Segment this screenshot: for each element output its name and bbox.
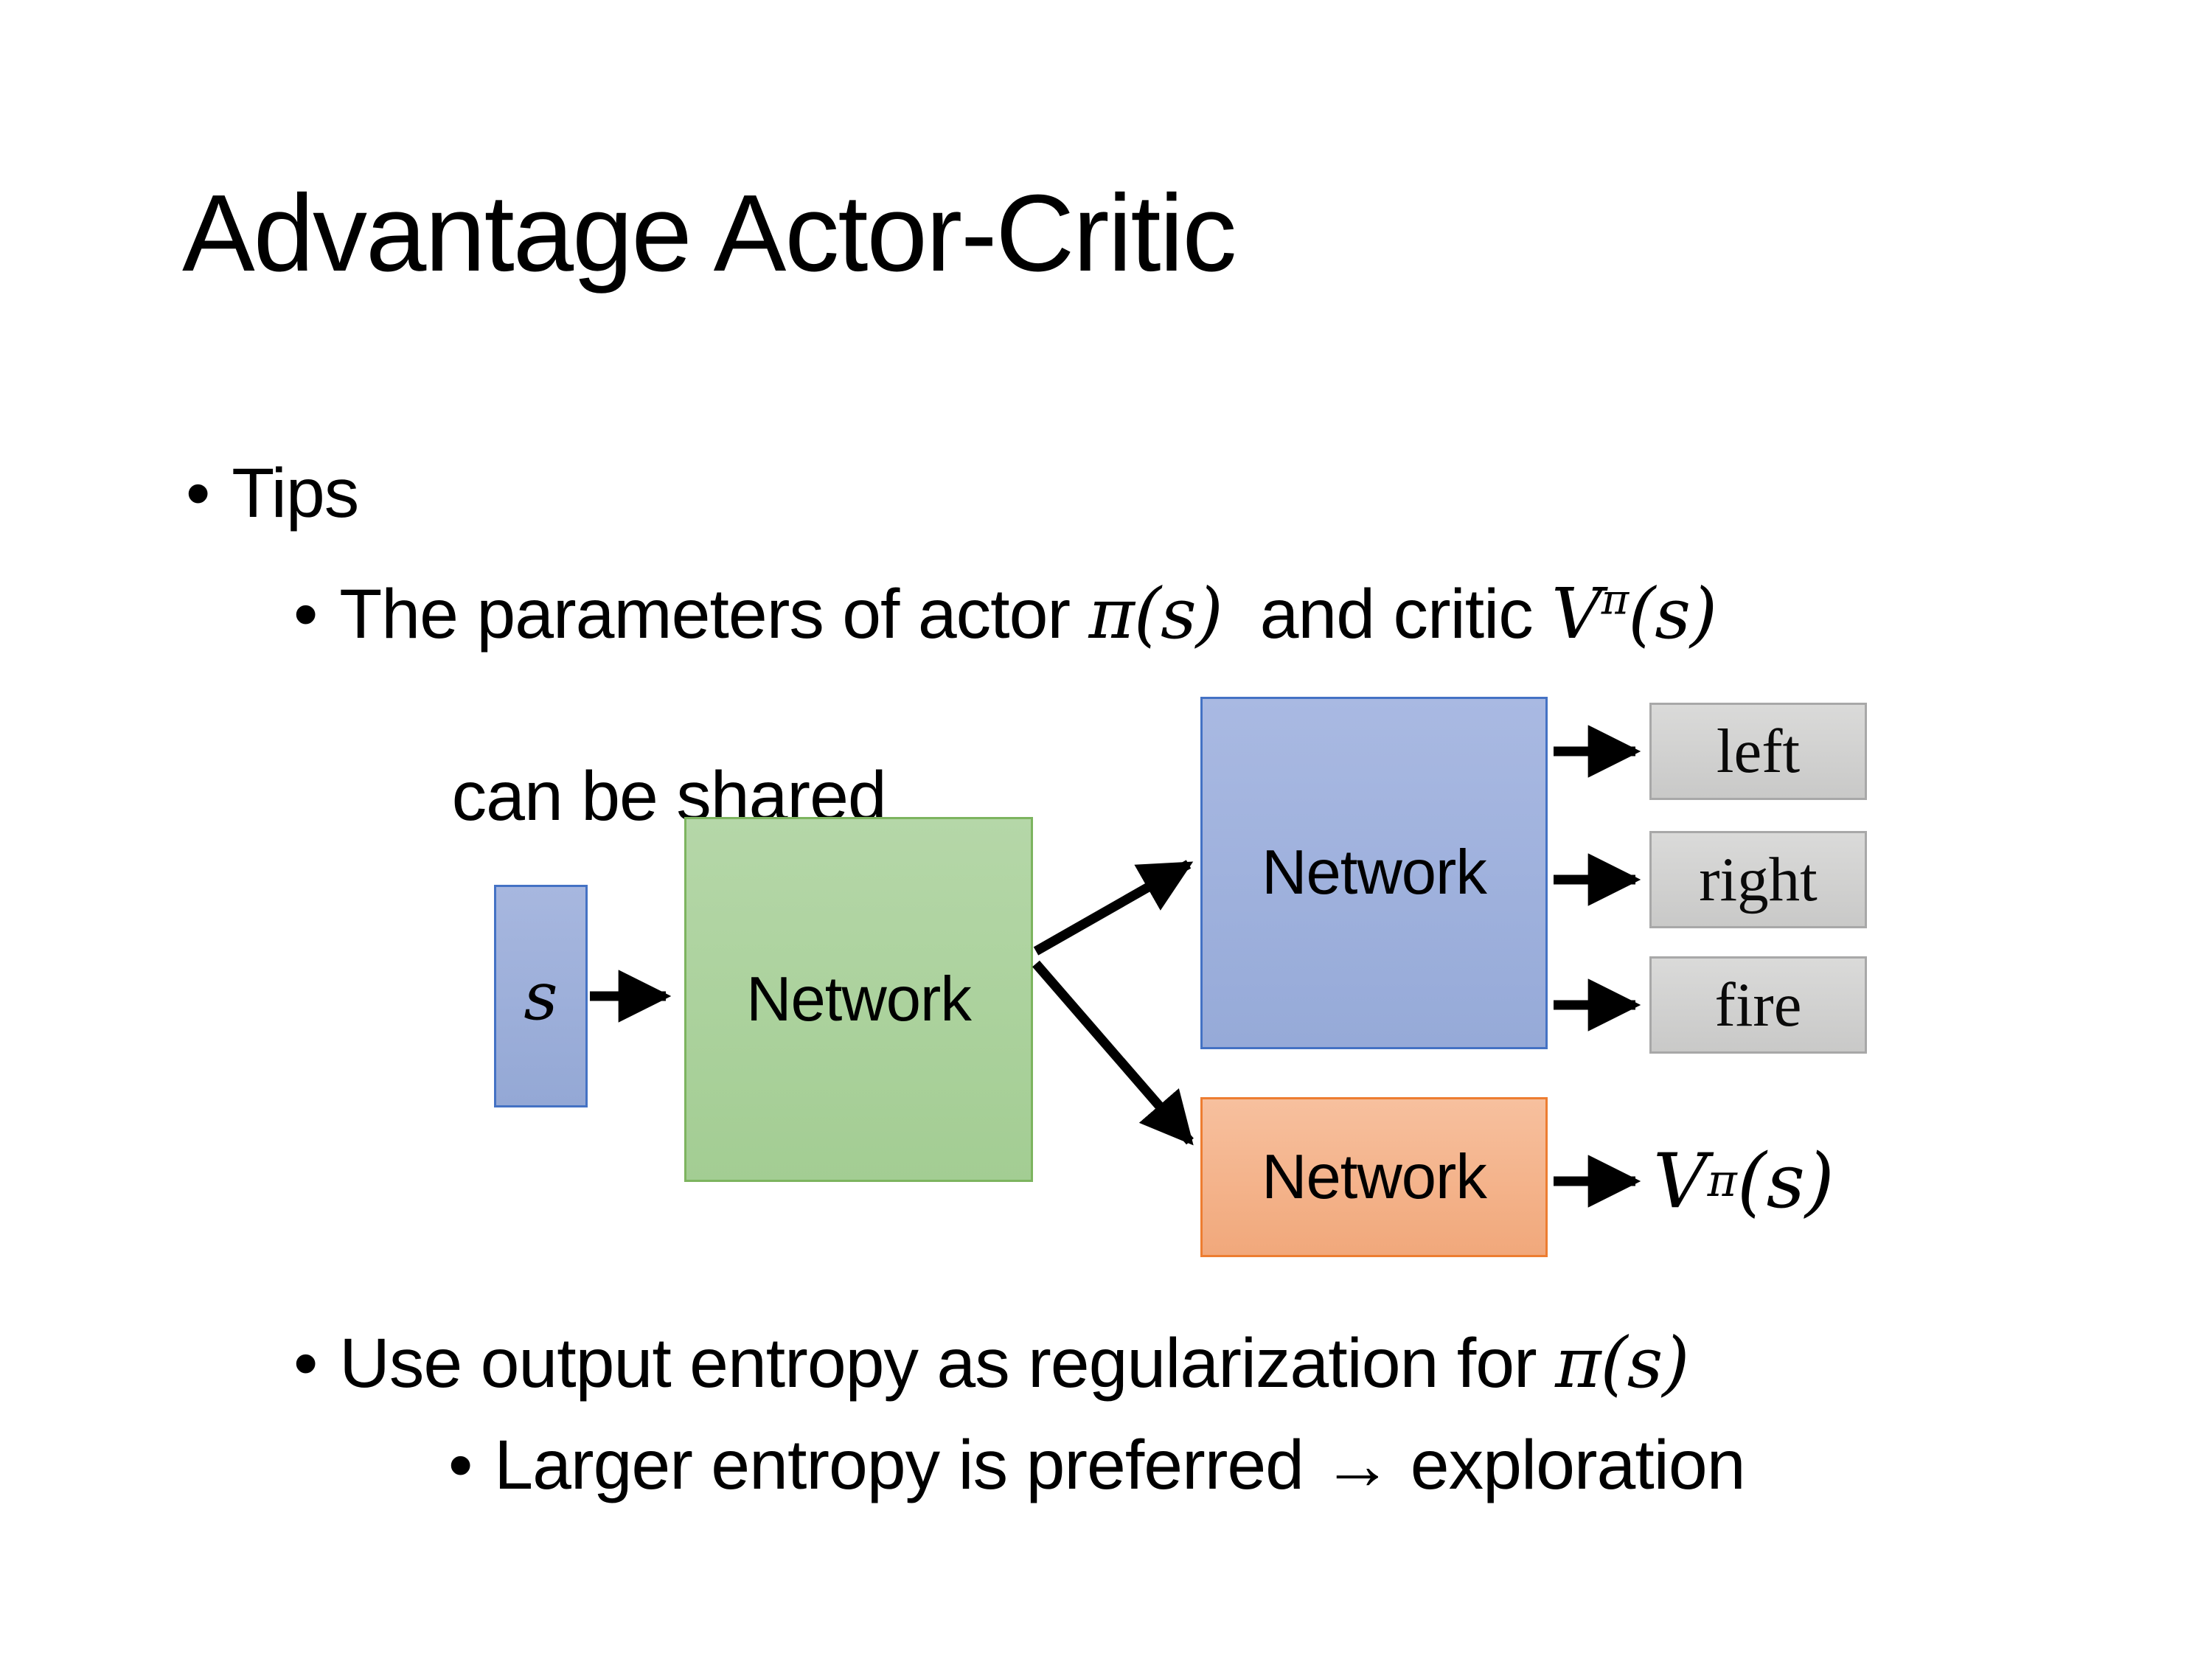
action-label-left: left	[1716, 717, 1801, 786]
tips-label: Tips	[232, 454, 359, 532]
critic-output-base: V	[1653, 1137, 1708, 1225]
bullet-entropy-regularization: • Use output entropy as regularization f…	[293, 1318, 1689, 1500]
critic-network-box: Network	[1200, 1097, 1548, 1257]
shared-params-middle: and critic	[1222, 575, 1552, 653]
slide-title: Advantage Actor-Critic	[182, 173, 1237, 294]
state-label: s	[524, 957, 558, 1035]
critic-output-arg: (s)	[1736, 1137, 1834, 1225]
arrow-shared-to-critic-network	[1032, 960, 1194, 1146]
bullet-dot: •	[293, 575, 318, 653]
shared-network-label: Network	[746, 964, 972, 1034]
critic-v-math: V	[1551, 574, 1602, 655]
critic-v-sup-pi: π	[1601, 575, 1629, 625]
bullet-exploration: • Larger entropy is preferred → explorat…	[448, 1420, 1746, 1512]
shared-params-prefix: The parameters of actor	[339, 575, 1089, 653]
actor-pi-s-math: π(s)	[1088, 574, 1222, 655]
bullet-dot: •	[186, 454, 210, 532]
bullet-dot: •	[448, 1426, 473, 1504]
action-box-right: right	[1649, 831, 1867, 928]
shared-network-box: Network	[684, 817, 1033, 1182]
critic-network-label: Network	[1262, 1141, 1487, 1212]
entropy-prefix: Use output entropy as regularization for	[339, 1324, 1556, 1402]
state-input-box: s	[494, 885, 588, 1107]
exploration-text: Larger entropy is preferred → exploratio…	[494, 1426, 1745, 1504]
critic-v-arg: (s)	[1628, 574, 1717, 655]
action-box-fire: fire	[1649, 956, 1867, 1054]
entropy-text: Use output entropy as regularization for…	[339, 1318, 1689, 1500]
actor-network-label: Network	[1262, 838, 1487, 908]
action-label-fire: fire	[1714, 970, 1802, 1040]
action-box-left: left	[1649, 703, 1867, 800]
action-label-right: right	[1699, 845, 1818, 914]
entropy-pi-s-math: π(s)	[1555, 1323, 1689, 1404]
bullet-tips: • Tips	[186, 448, 359, 540]
bullet-dot: •	[293, 1324, 318, 1402]
actor-network-box: Network	[1200, 697, 1548, 1049]
